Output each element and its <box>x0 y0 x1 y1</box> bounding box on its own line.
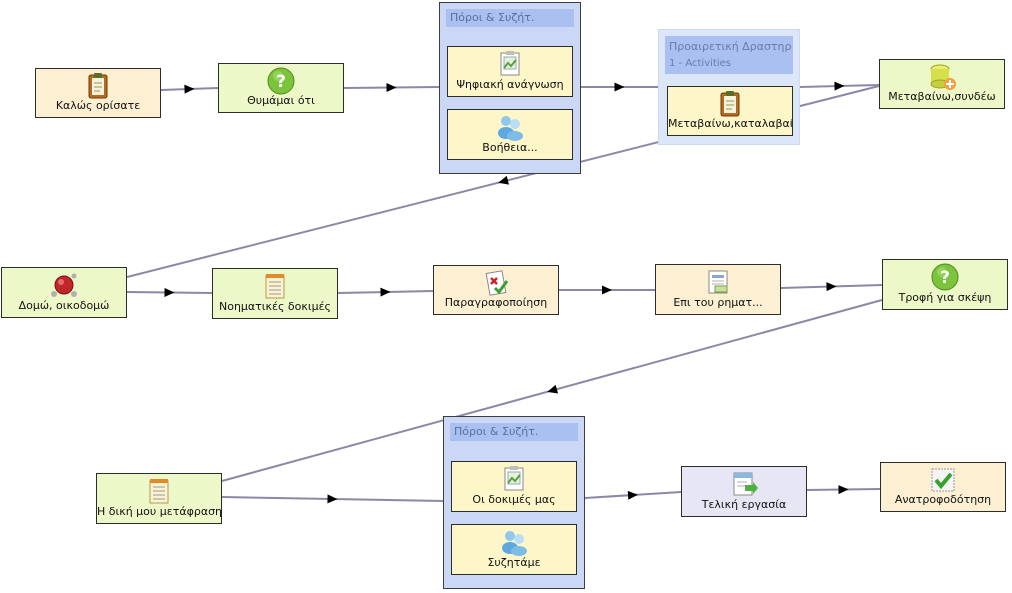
node-label: Καλώς ορίσατε <box>55 99 141 112</box>
activity-node-feedback[interactable]: Ανατροφοδότηση <box>880 462 1006 512</box>
node-label: Ψηφιακή ανάγνωση <box>456 78 564 91</box>
arrowhead-13 <box>838 485 849 495</box>
node-label: Τελική εργασία <box>701 498 787 511</box>
node-label: Τροφή για σκέψη <box>898 291 992 304</box>
activity-node-on-the-verb[interactable]: Επι του ρηματ... <box>655 264 781 315</box>
resource-node-discuss[interactable]: Συζητάμε <box>451 524 577 575</box>
activity-node-meaning-tests[interactable]: Νοηματικές δοκιμές <box>212 268 338 319</box>
node-label: Νοηματικές δοκιμές <box>219 300 331 313</box>
node-label: Οι δοκιμές μας <box>472 493 556 506</box>
checkmark-icon <box>931 468 955 492</box>
node-label: Συζητάμε <box>487 556 541 569</box>
notebook-icon <box>265 274 285 299</box>
node-label: Παραγραφοποίηση <box>444 296 548 309</box>
activity-node-food-for-thought[interactable]: ? Τροφή για σκέψη <box>882 259 1008 310</box>
arrowhead-7 <box>380 287 391 297</box>
svg-text:?: ? <box>940 268 950 288</box>
arrowhead-2 <box>386 83 397 93</box>
activity-node-paragraphing[interactable]: Παραγραφοποίηση <box>433 265 559 315</box>
node-label: Επι του ρηματ... <box>673 296 763 309</box>
molecule-icon <box>51 273 77 297</box>
activity-node-connect[interactable]: Μεταβαίνω,συνδέω <box>879 59 1005 109</box>
svg-text:?: ? <box>276 72 286 92</box>
activity-node-my-translation[interactable]: Η δική μου μετάφραση <box>96 473 222 524</box>
arrowhead-4 <box>834 81 845 91</box>
arrowhead-8 <box>602 285 612 295</box>
activity-node-final-assignment[interactable]: Τελική εργασία <box>681 466 807 517</box>
notepad-icon <box>720 91 740 117</box>
group-title: Πόροι & Συζήτ. <box>450 423 578 441</box>
node-label: Βοήθεια... <box>482 141 538 154</box>
image-doc-icon <box>504 466 524 491</box>
resource-node-help[interactable]: Βοήθεια... <box>447 109 573 160</box>
question-icon: ? <box>267 67 295 95</box>
image-doc-icon <box>500 51 520 76</box>
activity-node-remember[interactable]: ? Θυμάμαι ότι <box>218 63 344 113</box>
arrowhead-9 <box>826 282 837 292</box>
node-label: Θυμάμαι ότι <box>247 94 315 107</box>
node-label: Μεταβαίνω,συνδέω <box>888 90 996 103</box>
check-cross-doc-icon <box>485 270 509 296</box>
document-arrow-icon <box>733 472 758 496</box>
arrowhead-3 <box>614 82 625 92</box>
resource-node-digital-reading[interactable]: Ψηφιακή ανάγνωση <box>447 46 573 97</box>
group-title: Προαιρετική Δραστηρ 1 - Activities <box>665 36 793 74</box>
node-label: Μεταβαίνω,καταλαβαί <box>668 117 793 130</box>
arrowhead-10 <box>547 384 559 394</box>
notebook-icon <box>149 479 169 504</box>
activity-node-welcome[interactable]: Καλώς ορίσατε <box>35 68 161 118</box>
people-icon <box>502 531 527 556</box>
question-icon: ? <box>931 263 959 291</box>
database-add-icon <box>930 64 956 90</box>
group-title: Πόροι & Συζήτ. <box>446 9 574 27</box>
group-subtitle: 1 - Activities <box>669 58 731 69</box>
node-label: Ανατροφοδότηση <box>894 493 992 506</box>
activity-node-build[interactable]: Δομώ, οικοδομώ <box>1 267 127 318</box>
node-label: Η δική μου μετάφραση <box>97 505 222 518</box>
arrowhead-5 <box>498 175 509 185</box>
activity-node-understand[interactable]: Μεταβαίνω,καταλαβαί <box>667 86 793 136</box>
resource-node-our-tests[interactable]: Οι δοκιμές μας <box>451 461 577 512</box>
notepad-icon <box>88 73 108 99</box>
group-title-text: Προαιρετική Δραστηρ <box>669 40 792 53</box>
arrowhead-6 <box>164 287 175 297</box>
arrowhead-12 <box>627 490 638 500</box>
arrowhead-11 <box>327 494 338 504</box>
people-icon <box>498 116 523 141</box>
arrowhead-1 <box>184 84 195 94</box>
document-chart-icon <box>708 270 728 294</box>
node-label: Δομώ, οικοδομώ <box>18 299 110 312</box>
